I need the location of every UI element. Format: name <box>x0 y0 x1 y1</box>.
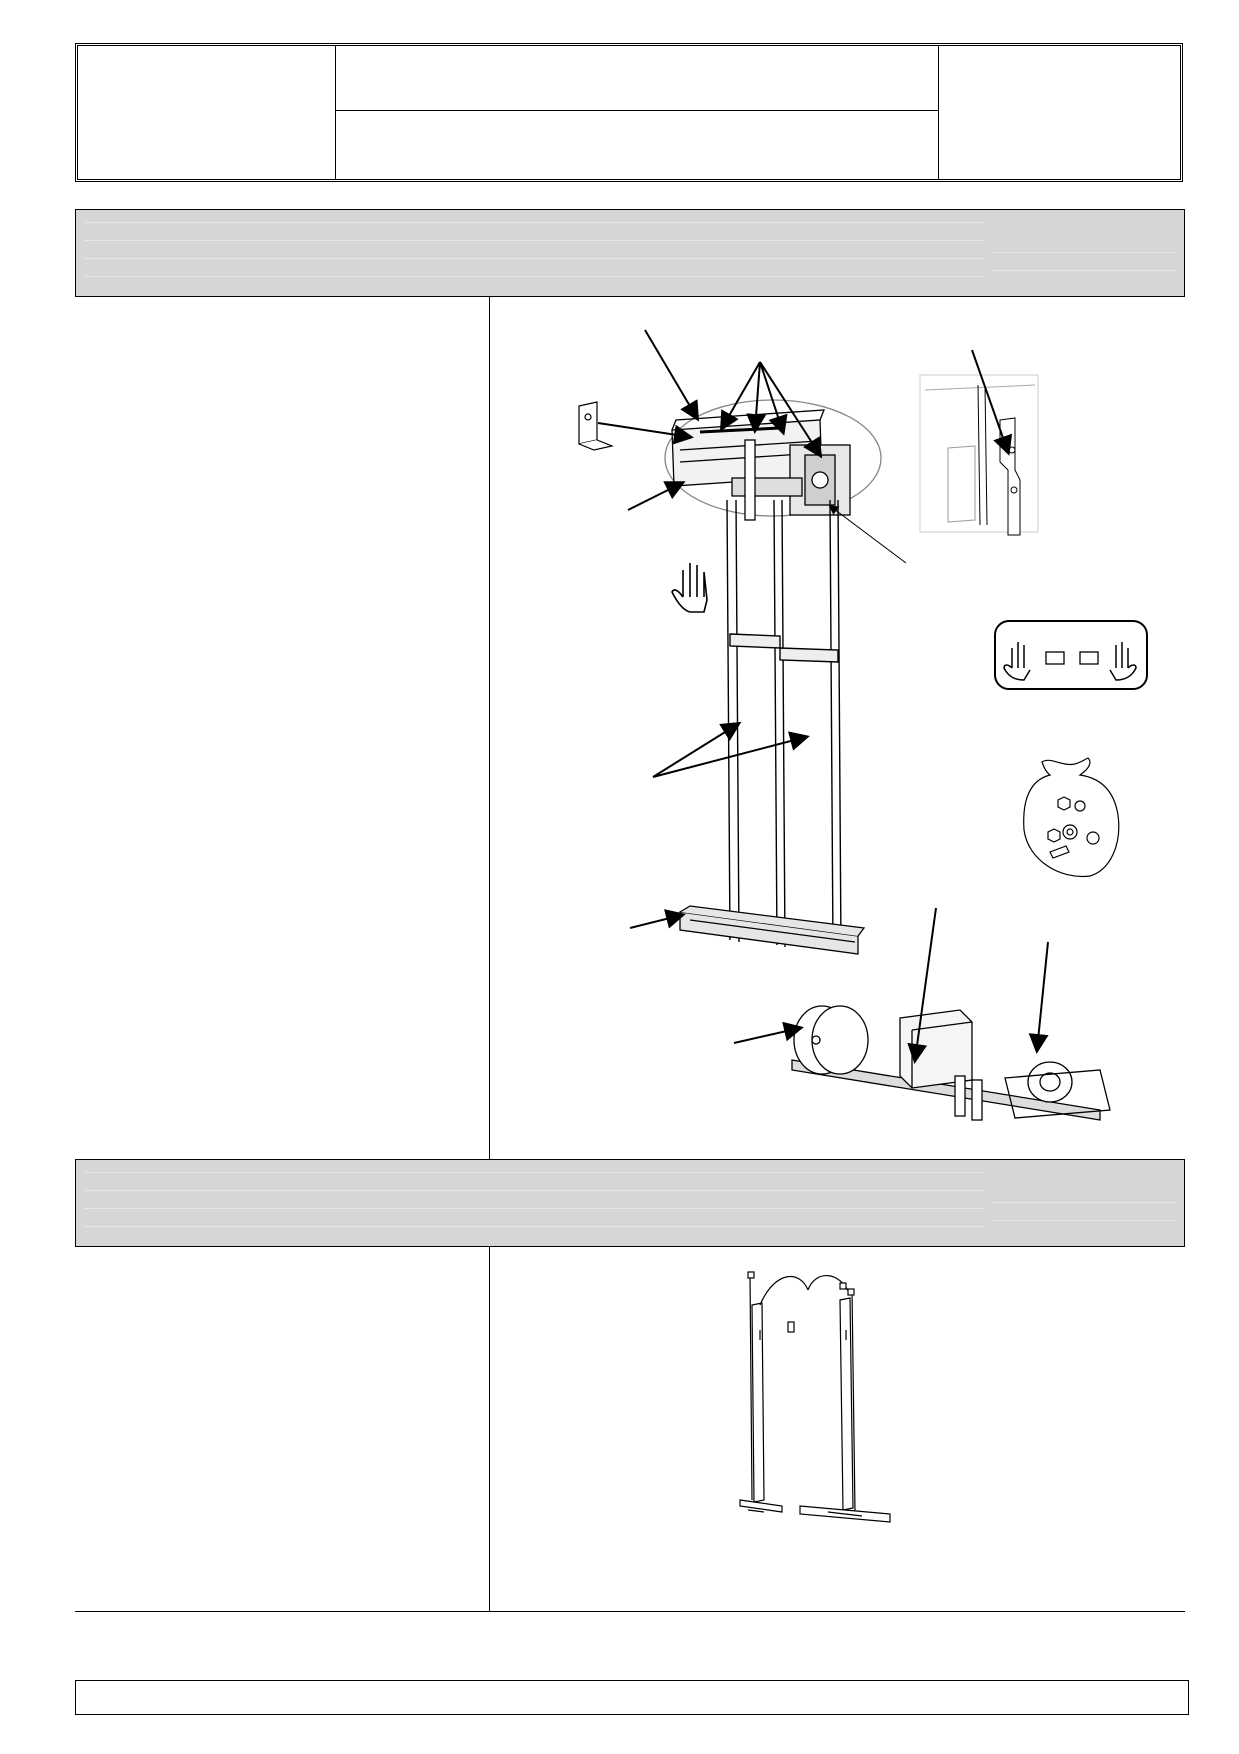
hand-stop-icon <box>671 563 708 613</box>
document-header <box>75 43 1183 182</box>
wall-bracket <box>578 401 615 451</box>
two-hand-lift-icon <box>994 620 1148 690</box>
counterweight-assembly <box>791 1005 1111 1121</box>
callout-arrows <box>597 329 1049 1064</box>
header-title-cell <box>336 46 939 111</box>
page-footer <box>75 1680 1189 1715</box>
header-logo-cell <box>78 46 336 179</box>
header-subtitle-cell <box>336 111 939 179</box>
bottom-sill <box>679 905 866 955</box>
door-guide-rods <box>726 499 842 951</box>
section-1-heading-bar <box>75 209 1185 297</box>
section-2-heading-bar <box>75 1159 1185 1247</box>
hardware-bag-icon <box>1023 757 1120 878</box>
section-1-column-divider <box>489 297 490 1159</box>
bottom-rule <box>75 1611 1185 1612</box>
section-2-column-divider <box>489 1247 490 1612</box>
